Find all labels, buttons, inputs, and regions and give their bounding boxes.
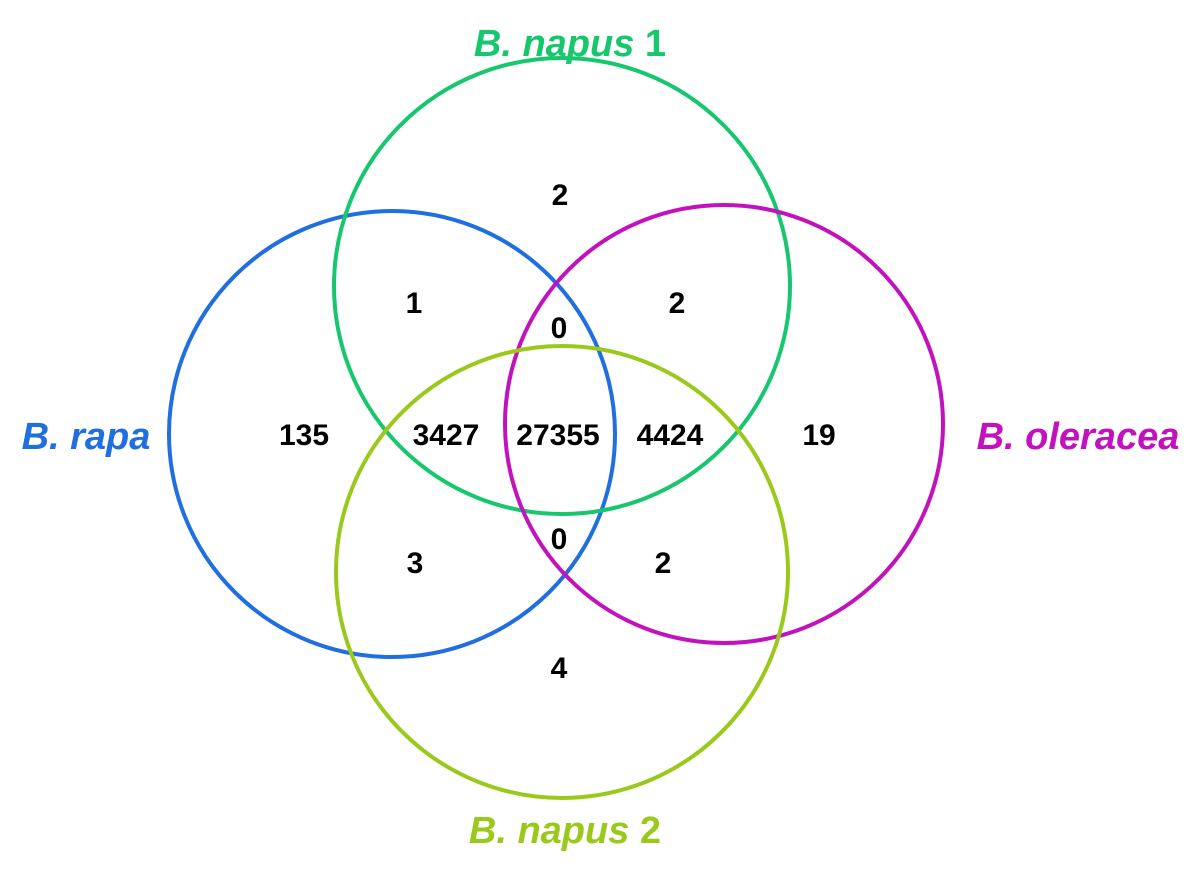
label-napus1: B. napus 1 xyxy=(474,23,666,65)
napus2-circle xyxy=(334,344,790,800)
count-napus1-only: 2 xyxy=(552,179,569,212)
label-rapa-name: B. rapa xyxy=(22,416,151,458)
count-napus1-oleracea: 2 xyxy=(669,287,686,320)
label-oleracea: B. oleracea xyxy=(977,416,1180,458)
count-rapa-napus2: 3 xyxy=(407,547,424,580)
label-napus1-suffix: 1 xyxy=(634,23,666,65)
rapa-circle xyxy=(167,209,617,659)
count-oleracea-napus2: 2 xyxy=(655,547,672,580)
count-oleracea-only: 19 xyxy=(802,419,835,452)
count-rapa-napus1-oleracea: 0 xyxy=(551,312,568,345)
oleracea-circle xyxy=(503,203,945,645)
label-napus2: B. napus 2 xyxy=(469,810,661,852)
label-napus2-suffix: 2 xyxy=(629,810,661,852)
napus1-circle xyxy=(332,56,792,516)
count-rapa-oleracea-napus2: 0 xyxy=(551,523,568,556)
count-rapa-napus1: 1 xyxy=(406,287,423,320)
count-rapa-only: 135 xyxy=(279,419,329,452)
count-all-four: 27355 xyxy=(516,419,599,452)
label-oleracea-name: B. oleracea xyxy=(977,416,1180,458)
count-rapa-napus1-napus2: 3427 xyxy=(413,419,480,452)
count-napus2-only: 4 xyxy=(551,652,568,685)
label-rapa: B. rapa xyxy=(22,416,151,458)
label-napus2-name: B. napus xyxy=(469,810,629,852)
label-napus1-name: B. napus xyxy=(474,23,634,65)
count-napus1-oleracea-napus2: 4424 xyxy=(637,419,704,452)
